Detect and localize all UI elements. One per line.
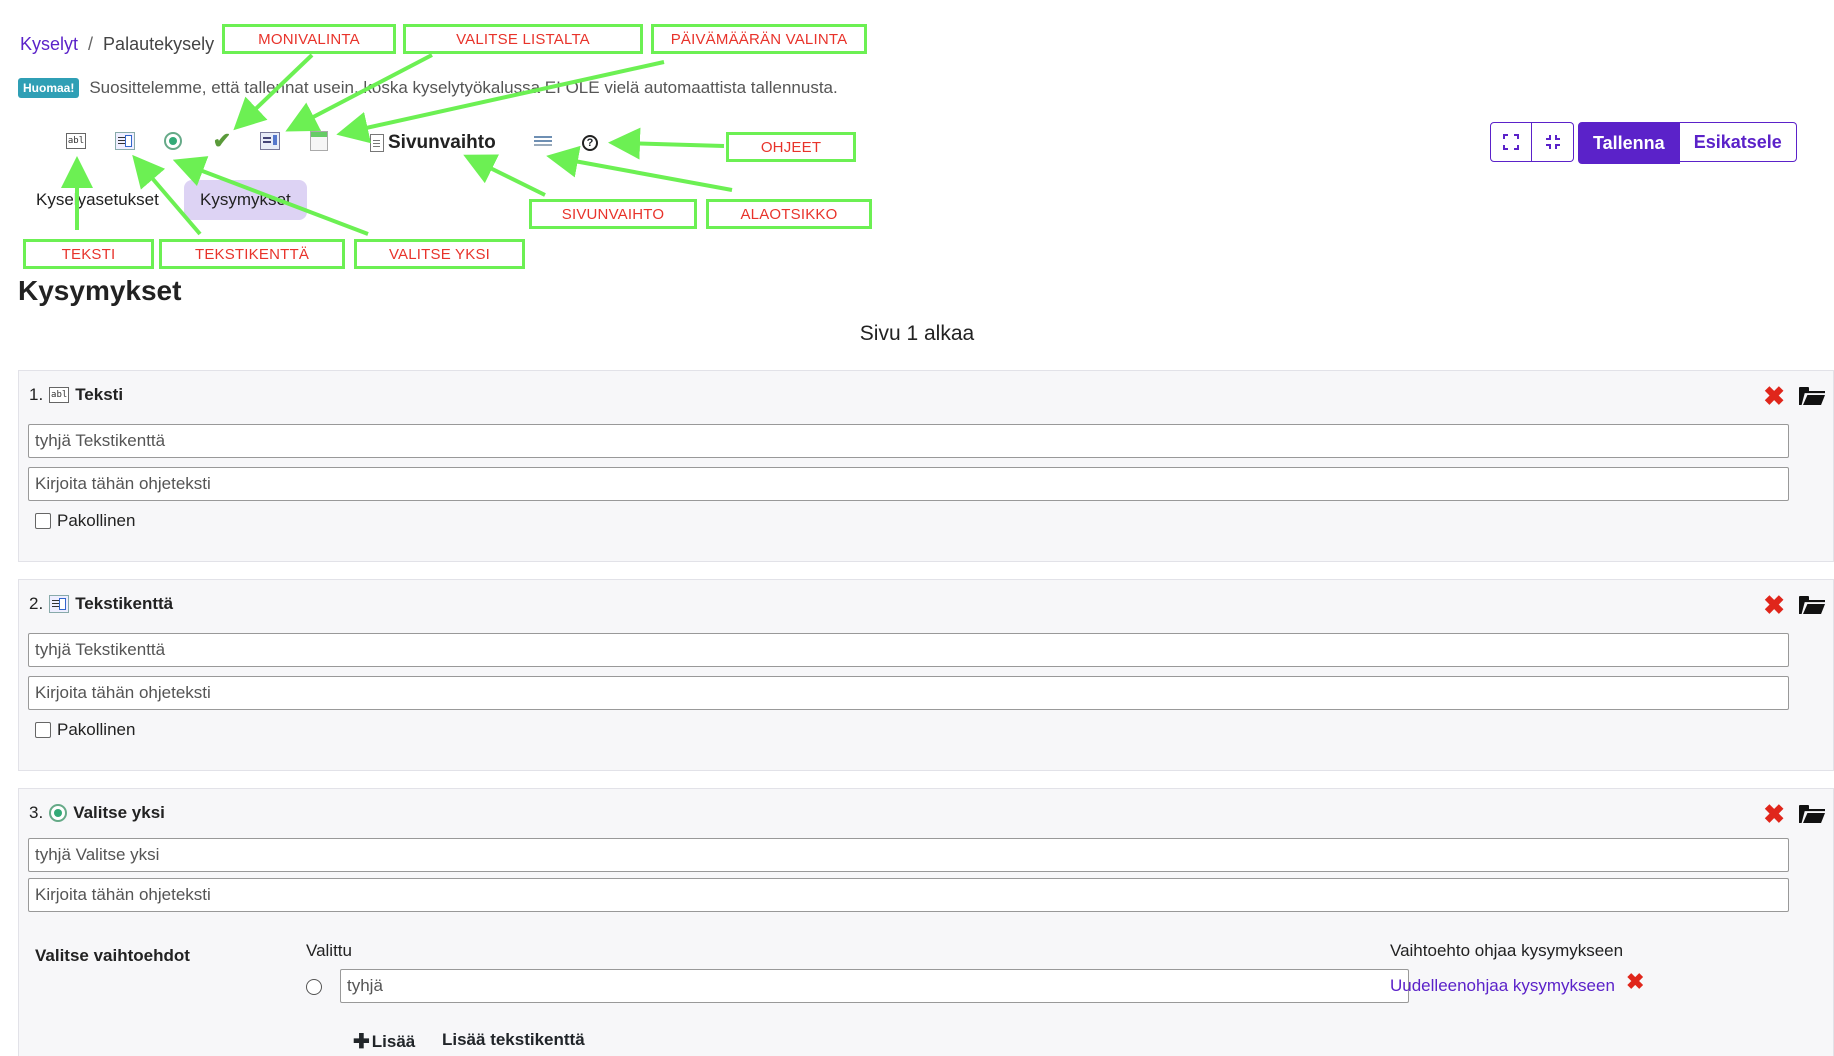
plus-icon: ✚ xyxy=(353,1031,370,1053)
option-radio[interactable] xyxy=(306,979,322,995)
fullscreen-button[interactable] xyxy=(1490,122,1532,162)
breadcrumb-kyselyt-link[interactable]: Kyselyt xyxy=(20,34,79,54)
breadcrumb: Kyselyt / Palautekysely xyxy=(20,34,214,55)
add-subtitle-button[interactable] xyxy=(533,131,553,151)
list-select-icon xyxy=(260,132,280,150)
page-start-label: Sivu 1 alkaa xyxy=(859,322,975,345)
remove-option-icon[interactable]: ✖ xyxy=(1626,969,1645,994)
annotation-alaotsikko: ALAOTSIKKO xyxy=(706,199,872,229)
question-value-field[interactable]: tyhjä Valitse yksi xyxy=(28,838,1789,872)
question-card: 2. Tekstikenttä ✖ tyhjä Tekstikenttä Kir… xyxy=(18,579,1834,771)
editor-actions: Tallenna Esikatsele xyxy=(1490,122,1797,164)
text-field-icon: abl xyxy=(49,387,70,403)
add-option-label: Lisää xyxy=(371,1031,416,1051)
help-text-field[interactable]: Kirjoita tähän ohjeteksti xyxy=(28,467,1789,501)
help-icon: ? xyxy=(582,135,598,151)
required-checkbox[interactable]: Pakollinen xyxy=(35,720,135,740)
page-break-label: Sivunvaihto xyxy=(388,132,496,153)
annotation-valitse-listalta: VALITSE LISTALTA xyxy=(403,24,643,54)
add-textfield-button[interactable]: Lisää tekstikenttä xyxy=(442,1030,585,1049)
folder-open-icon[interactable] xyxy=(1799,596,1825,614)
checkbox-box[interactable] xyxy=(35,513,51,529)
arrow-tekstikentta xyxy=(132,154,202,236)
delete-icon[interactable]: ✖ xyxy=(1763,799,1785,829)
question-header: 1. abl Teksti xyxy=(29,385,123,405)
arrow-monivalinta xyxy=(233,53,314,131)
arrow-paivamaara xyxy=(336,60,665,144)
add-radio-question-button[interactable] xyxy=(163,131,183,151)
question-number: 2. xyxy=(29,594,44,613)
question-number: 1. xyxy=(29,385,44,404)
page-icon xyxy=(370,134,384,152)
option-value-field[interactable]: tyhjä xyxy=(340,969,1409,1003)
arrow-valitse-listalta xyxy=(285,53,433,132)
notice-badge: Huomaa! xyxy=(18,78,80,98)
add-list-select-question-button[interactable] xyxy=(260,131,280,151)
breadcrumb-separator: / xyxy=(88,34,94,54)
question-card: 1. abl Teksti ✖ tyhjä Tekstikenttä Kirjo… xyxy=(18,370,1834,562)
annotation-valitse-yksi: VALITSE YKSI xyxy=(354,239,525,269)
subtitle-icon xyxy=(534,135,552,147)
exit-fullscreen-button[interactable] xyxy=(1532,122,1574,162)
annotation-ohjeet: OHJEET xyxy=(726,132,856,162)
radio-icon xyxy=(164,132,182,150)
question-header: 2. Tekstikenttä xyxy=(29,594,173,614)
arrow-sivunvaihto xyxy=(463,154,546,197)
help-text-field[interactable]: Kirjoita tähän ohjeteksti xyxy=(28,676,1789,710)
question-title: Teksti xyxy=(75,385,124,404)
compress-icon xyxy=(1545,135,1560,149)
annotation-tekstikentta: TEKSTIKENTTÄ xyxy=(159,239,345,269)
add-textarea-question-button[interactable] xyxy=(115,131,135,151)
add-page-break-button[interactable]: Sivunvaihto xyxy=(370,132,496,154)
delete-icon[interactable]: ✖ xyxy=(1763,590,1785,620)
arrow-ohjeet xyxy=(608,127,725,160)
arrow-valitse-yksi xyxy=(172,156,369,236)
help-text-field[interactable]: Kirjoita tähän ohjeteksti xyxy=(28,878,1789,912)
notice-text: Suosittelemme, että tallennat usein, kos… xyxy=(89,78,838,97)
save-notice: Huomaa! Suosittelemme, että tallennat us… xyxy=(18,78,838,98)
annotation-monivalinta: MONIVALINTA xyxy=(222,24,396,54)
selected-header: Valittu xyxy=(306,941,352,960)
add-instructions-button[interactable]: ? xyxy=(580,133,600,153)
question-title: Tekstikenttä xyxy=(75,594,174,613)
page-title: Kysymykset xyxy=(18,275,182,306)
text-field-icon: abl xyxy=(66,133,86,149)
annotation-sivunvaihto: SIVUNVAIHTO xyxy=(529,199,697,229)
radio-icon xyxy=(49,804,68,822)
annotation-paivamaara: PÄIVÄMÄÄRÄN VALINTA xyxy=(651,24,867,54)
required-checkbox[interactable]: Pakollinen xyxy=(35,511,135,531)
folder-open-icon[interactable] xyxy=(1799,805,1825,823)
question-value-field[interactable]: tyhjä Tekstikenttä xyxy=(28,633,1789,667)
checkmark-icon: ✔ xyxy=(212,128,232,153)
question-actions: ✖ xyxy=(1763,383,1825,409)
add-multiselect-question-button[interactable]: ✔ xyxy=(212,128,232,153)
question-number: 3. xyxy=(29,803,44,822)
required-label: Pakollinen xyxy=(57,720,136,739)
expand-icon xyxy=(1503,134,1519,150)
required-label: Pakollinen xyxy=(57,511,136,530)
question-value-field[interactable]: tyhjä Tekstikenttä xyxy=(28,424,1789,458)
textarea-icon xyxy=(49,595,70,613)
add-text-question-button[interactable]: abl xyxy=(66,131,86,151)
question-card: 3. Valitse yksi ✖ tyhjä Valitse yksi Kir… xyxy=(18,788,1834,1056)
checkbox-box[interactable] xyxy=(35,722,51,738)
question-header: 3. Valitse yksi xyxy=(29,803,165,823)
tab-survey-settings[interactable]: Kyselyasetukset xyxy=(36,190,159,209)
annotation-arrows xyxy=(61,53,733,236)
arrow-alaotsikko xyxy=(546,145,733,192)
question-actions: ✖ xyxy=(1763,592,1825,618)
question-title: Valitse yksi xyxy=(73,803,165,822)
options-label: Valitse vaihtoehdot xyxy=(35,946,190,965)
add-option-button[interactable]: ✚ Lisää xyxy=(353,1029,415,1054)
textarea-icon xyxy=(115,132,135,150)
delete-icon[interactable]: ✖ xyxy=(1763,381,1785,411)
redirect-question-link[interactable]: Uudelleenohjaa kysymykseen xyxy=(1390,976,1615,995)
question-actions: ✖ xyxy=(1763,801,1825,827)
redirect-header: Vaihtoehto ohjaa kysymykseen xyxy=(1390,941,1624,960)
annotation-teksti: TEKSTI xyxy=(23,239,154,269)
save-button[interactable]: Tallenna xyxy=(1578,122,1680,164)
preview-button[interactable]: Esikatsele xyxy=(1679,122,1797,162)
breadcrumb-current: Palautekysely xyxy=(103,34,215,54)
folder-open-icon[interactable] xyxy=(1799,387,1825,405)
